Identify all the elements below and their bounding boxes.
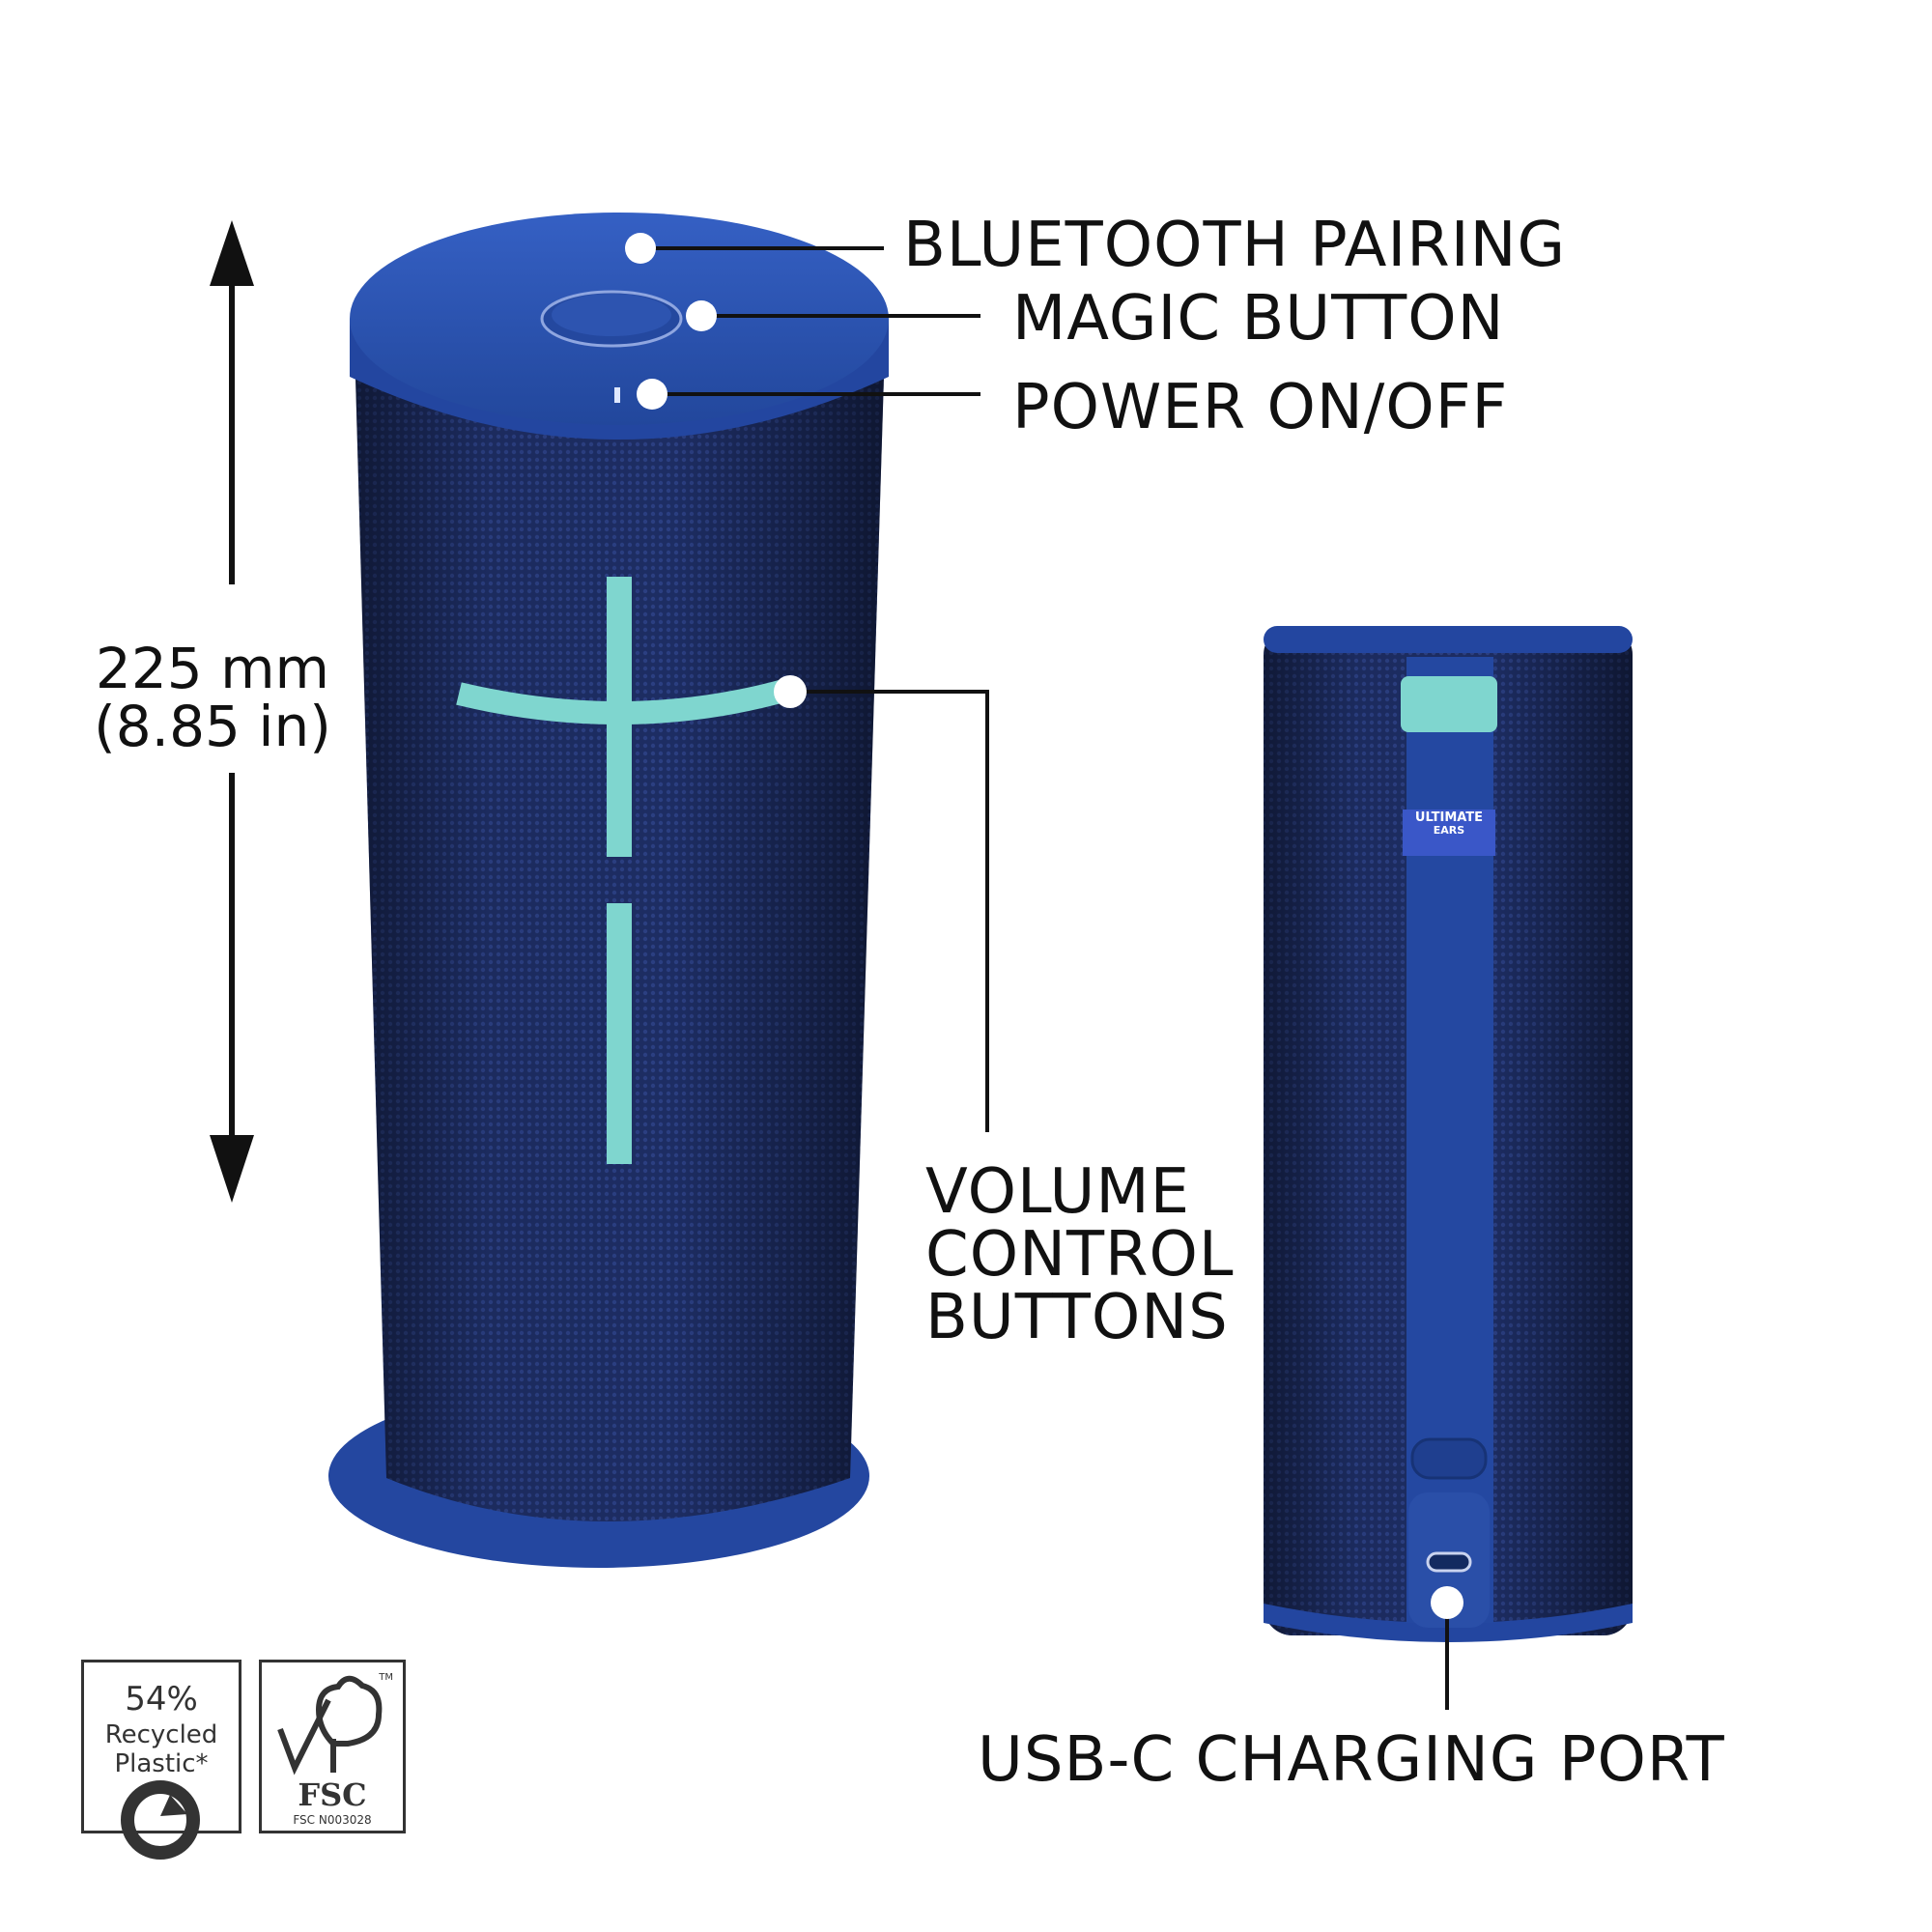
label-magic-button: MAGIC BUTTON (1012, 283, 1505, 355)
callout-lines (625, 233, 1463, 1710)
recycled-badge: 54% Recycled Plastic* (81, 1660, 242, 1833)
fsc-tree-icon (277, 1675, 383, 1776)
speaker-back (1264, 626, 1633, 1642)
label-volume-2: CONTROL (925, 1219, 1235, 1291)
label-volume-1: VOLUME (925, 1156, 1190, 1228)
brand-line1: ULTIMATE (1414, 810, 1484, 825)
fsc-tm: TM (379, 1672, 393, 1683)
label-bluetooth-pairing: BLUETOOTH PAIRING (903, 210, 1567, 281)
brand-line2: EARS (1433, 823, 1465, 837)
height-dimension: 225 mm (8.85 in) (87, 636, 338, 759)
label-usb-c: USB-C CHARGING PORT (978, 1724, 1725, 1796)
label-power: POWER ON/OFF (1012, 372, 1509, 443)
recycle-icon (121, 1780, 200, 1860)
label-volume-3: BUTTONS (925, 1282, 1229, 1353)
recycled-line1: Recycled (104, 1720, 218, 1749)
height-arrow (210, 220, 254, 1203)
height-mm: 225 mm (95, 636, 330, 701)
fsc-badge: TM FSC FSC N003028 (259, 1660, 406, 1833)
recycled-line2: Plastic* (114, 1749, 209, 1778)
fsc-mark: FSC (298, 1776, 367, 1813)
recycled-percent: 54% (125, 1680, 198, 1719)
height-in: (8.85 in) (94, 693, 331, 759)
brand-tag: ULTIMATE EARS (1403, 811, 1495, 836)
speaker-front (328, 213, 889, 1568)
fsc-code: FSC N003028 (293, 1813, 372, 1827)
